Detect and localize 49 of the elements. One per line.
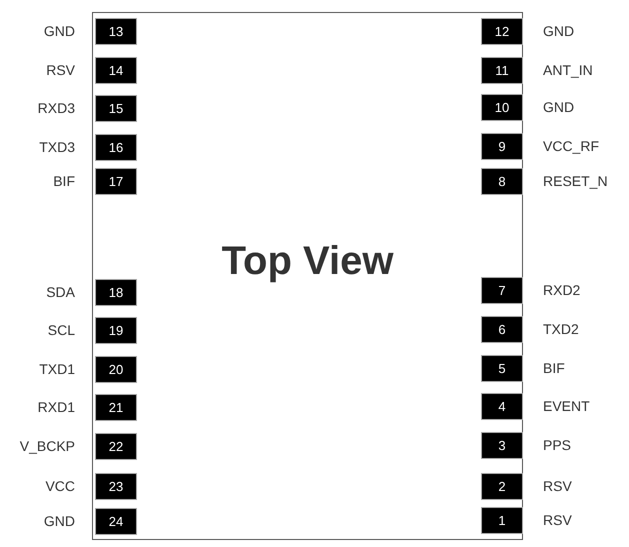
pin-number: 20 [108, 362, 124, 376]
pin-number: 16 [108, 140, 124, 154]
pin-number: 5 [498, 360, 506, 376]
pin-number: 9 [498, 138, 506, 154]
pin-name: RSV [46, 62, 75, 78]
pin-name: GND [44, 513, 75, 529]
pin-name: VCC_RF [543, 138, 600, 154]
pin-name: TXD2 [543, 321, 579, 337]
pin-name: V_BCKP [20, 438, 75, 454]
pin-name: RESET_N [543, 173, 608, 189]
pin-number: 23 [108, 478, 124, 494]
pin-number: 14 [108, 62, 124, 78]
pin-name: PPS [543, 437, 572, 453]
pin-name: SCL [48, 322, 75, 338]
pin-number: 17 [108, 174, 124, 188]
pin-number: 12 [494, 24, 510, 38]
pin-number: 1 [498, 512, 506, 528]
pin-name: GND [44, 23, 75, 39]
pin-number: 8 [498, 174, 506, 188]
pin-number: 2 [498, 478, 506, 494]
pin-name: GND [543, 23, 574, 39]
pin-number: 4 [498, 398, 506, 414]
pin-number: 19 [108, 322, 124, 338]
pin-number: 22 [108, 438, 124, 454]
pin-number: 10 [494, 100, 510, 114]
pin-name: RXD3 [38, 100, 75, 116]
pin-name: BIF [53, 173, 75, 189]
view-title: Top View [220, 239, 394, 284]
pin-name: RSV [543, 478, 572, 494]
pin-number: 21 [108, 400, 124, 414]
pin-name: RXD1 [38, 399, 75, 415]
pin-name: TXD3 [39, 139, 75, 155]
pin-name: SDA [46, 284, 75, 300]
pin-name: GND [543, 99, 574, 115]
pin-name: RSV [543, 512, 572, 528]
pin-name: BIF [543, 360, 565, 376]
pin-name: EVENT [543, 398, 590, 414]
pin-name: TXD1 [39, 361, 75, 377]
pin-number: 11 [495, 62, 509, 78]
pin-number: 15 [108, 100, 124, 116]
pin-name: VCC [45, 478, 75, 494]
pin-number: 7 [498, 282, 506, 298]
pin-number: 24 [108, 514, 124, 528]
pin-number: 6 [498, 322, 506, 336]
pin-name: RXD2 [543, 282, 580, 298]
pin-number: 13 [108, 24, 124, 38]
pin-number: 18 [108, 284, 124, 300]
pin-number: 3 [498, 438, 506, 452]
pin-name: ANT_IN [543, 62, 593, 78]
